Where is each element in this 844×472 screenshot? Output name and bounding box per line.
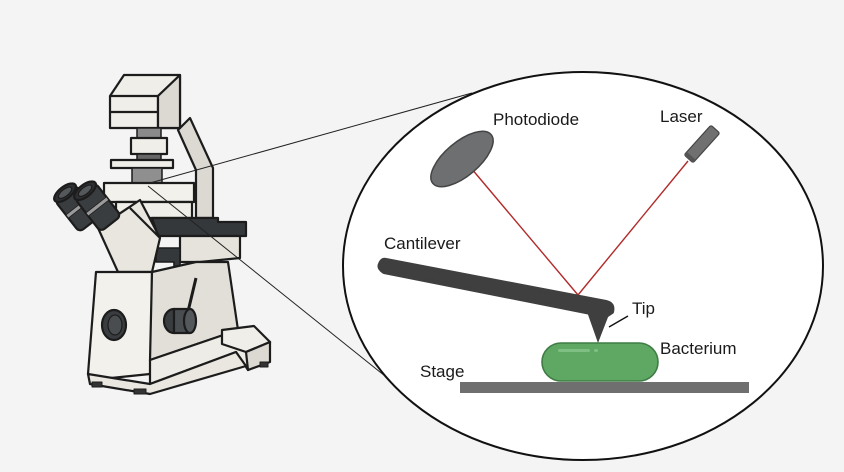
- tip-pointer-line: [608, 315, 629, 328]
- label-bacterium: Bacterium: [660, 339, 737, 358]
- callout-line-top: [149, 92, 473, 184]
- inverted-microscope: [53, 73, 272, 396]
- eyepieces: [53, 180, 121, 232]
- callout-line-bottom: [147, 185, 386, 377]
- focus-knob: [162, 307, 198, 335]
- laser-beam-incident: [577, 160, 689, 296]
- label-laser: Laser: [660, 107, 703, 126]
- cantilever-icon: [377, 257, 615, 318]
- label-tip: Tip: [632, 299, 655, 318]
- label-photodiode: Photodiode: [493, 110, 579, 129]
- stage-icon: [460, 382, 749, 393]
- photodiode-icon: [430, 130, 494, 188]
- bacterium-icon: [541, 342, 659, 382]
- laser-beam-reflected: [470, 167, 579, 296]
- label-stage: Stage: [420, 362, 464, 381]
- laser-icon: [684, 125, 720, 163]
- tip-icon: [586, 309, 610, 343]
- label-cantilever: Cantilever: [384, 234, 461, 253]
